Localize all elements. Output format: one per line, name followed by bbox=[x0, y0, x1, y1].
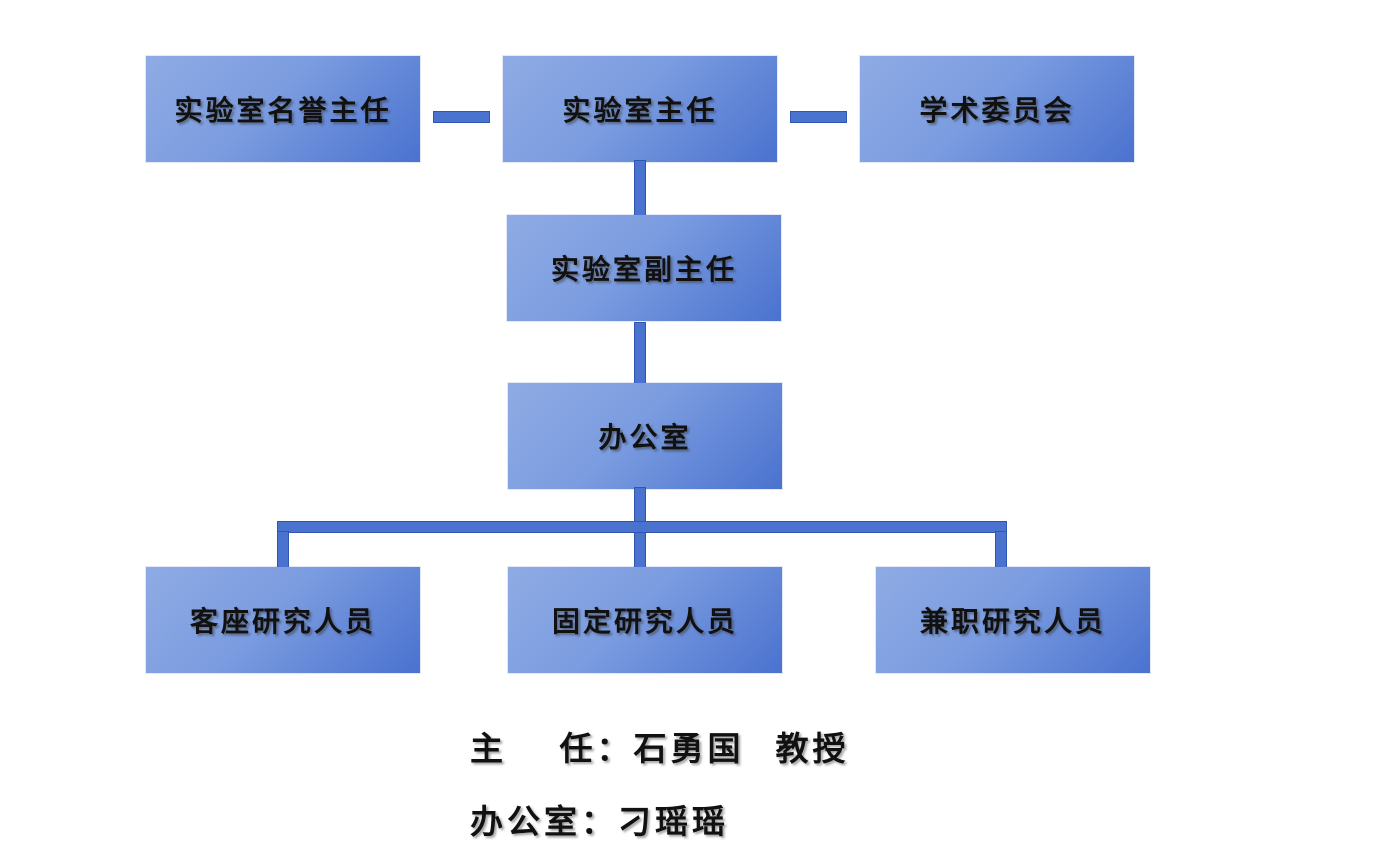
box-visiting-researchers: 客座研究人员 bbox=[146, 567, 420, 673]
box-honorary-director: 实验室名誉主任 bbox=[146, 56, 420, 162]
office-info-name: 刁瑶瑶 bbox=[618, 802, 729, 841]
box-part-time-researchers-label: 兼职研究人员 bbox=[919, 605, 1106, 638]
box-director: 实验室主任 bbox=[503, 56, 777, 162]
box-part-time-researchers: 兼职研究人员 bbox=[876, 567, 1150, 673]
box-permanent-researchers-label: 固定研究人员 bbox=[551, 605, 738, 638]
box-academic-committee-label: 学术委员会 bbox=[919, 94, 1075, 127]
connector-bus-to-part-time bbox=[995, 531, 1007, 569]
box-honorary-director-label: 实验室名誉主任 bbox=[174, 94, 392, 127]
box-office-label: 办公室 bbox=[598, 421, 692, 454]
office-info-line: 办公室：刁瑶瑶 bbox=[470, 795, 729, 843]
director-info-label: 主 任： bbox=[470, 729, 634, 768]
connector-honorary-to-director bbox=[433, 111, 490, 123]
box-office: 办公室 bbox=[508, 383, 782, 489]
connector-director-to-committee bbox=[790, 111, 847, 123]
office-info-label: 办公室： bbox=[470, 802, 618, 841]
connector-director-to-deputy bbox=[634, 160, 646, 216]
box-visiting-researchers-label: 客座研究人员 bbox=[189, 605, 376, 638]
connector-bus-to-visiting bbox=[277, 531, 289, 569]
connector-deputy-to-office bbox=[634, 322, 646, 384]
director-info-name: 石勇国 教授 bbox=[633, 729, 850, 768]
box-deputy-director-label: 实验室副主任 bbox=[550, 253, 737, 286]
box-deputy-director: 实验室副主任 bbox=[507, 215, 781, 321]
box-academic-committee: 学术委员会 bbox=[860, 56, 1134, 162]
box-director-label: 实验室主任 bbox=[562, 94, 718, 127]
box-permanent-researchers: 固定研究人员 bbox=[508, 567, 782, 673]
director-info-line: 主 任：石勇国 教授 bbox=[470, 722, 849, 770]
connector-staff-bus bbox=[277, 521, 1007, 533]
